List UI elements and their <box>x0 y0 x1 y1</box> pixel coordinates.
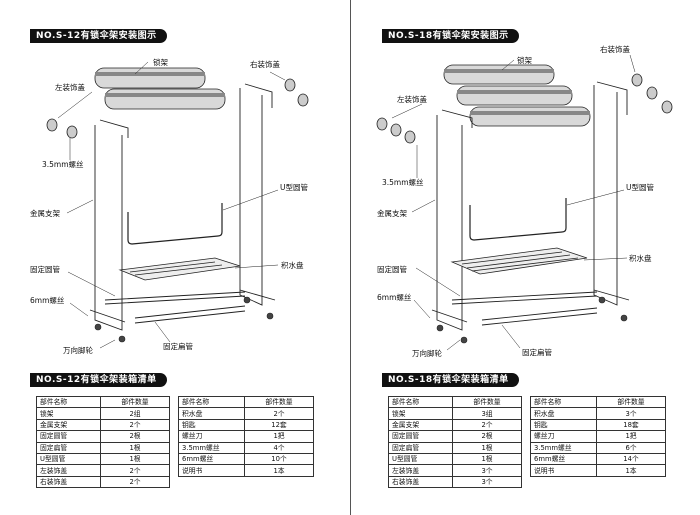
water-tray-illustration <box>450 247 588 275</box>
label-left-cap: 左装饰盖 <box>397 94 427 104</box>
s12-packing-title: NO.S-12有锁伞架装箱清单 <box>30 373 167 387</box>
label-right-cap: 右装饰盖 <box>250 59 280 69</box>
label-lock-rack: 锁架 <box>517 55 532 65</box>
table-header-row: 部件名称 部件数量 <box>388 395 522 409</box>
label-right-cap: 右装饰盖 <box>600 44 630 54</box>
fixed-tube-illustration <box>451 291 598 326</box>
table-header-row: 部件名称 部件数量 <box>530 395 666 409</box>
header-part-name: 部件名称 <box>178 395 245 409</box>
decorative-cap-illustration <box>376 73 673 144</box>
lock-rack-illustration <box>94 67 226 110</box>
s12-install-title: NO.S-12有锁伞架安装图示 <box>30 29 167 43</box>
header-part-name: 部件名称 <box>388 395 453 409</box>
table-header-row: 部件名称 部件数量 <box>178 395 314 409</box>
u-tube-illustration <box>469 198 567 241</box>
caster-illustration <box>436 296 628 344</box>
label-screw-35mm: 3.5mm螺丝 <box>382 177 424 187</box>
u-tube-illustration <box>127 203 223 245</box>
leader-lines <box>57 61 286 349</box>
label-u-tube: U型圆管 <box>280 182 308 192</box>
leader-lines <box>391 54 636 351</box>
header-part-qty: 部件数量 <box>244 395 314 409</box>
label-lock-rack: 锁架 <box>153 57 168 67</box>
water-tray-illustration <box>118 257 241 281</box>
metal-frame-illustration <box>89 83 276 331</box>
header-part-qty: 部件数量 <box>596 395 666 409</box>
s12-exploded-diagram: 锁架 右装饰盖 左装饰盖 3.5mm螺丝 U型圆管 金属支架 固定圆管 积水盘 … <box>30 57 309 355</box>
label-metal-frame: 金属支架 <box>30 208 60 218</box>
label-caster: 万向脚轮 <box>412 348 442 358</box>
page-s12: NO.S-12有锁伞架安装图示 <box>30 29 314 489</box>
page-s18: NO.S-18有锁伞架安装图示 <box>352 0 700 515</box>
label-metal-frame: 金属支架 <box>377 208 407 218</box>
label-fixed-round-tube: 固定圆管 <box>30 264 60 274</box>
s18-packing-title: NO.S-18有锁伞架装箱清单 <box>382 373 519 387</box>
label-caster: 万向脚轮 <box>63 345 93 355</box>
label-u-tube: U型圆管 <box>626 182 654 192</box>
label-fixed-flat-tube: 固定扁管 <box>163 341 193 351</box>
label-screw-6mm: 6mm螺丝 <box>30 295 65 305</box>
header-part-qty: 部件数量 <box>100 395 170 409</box>
fixed-tube-illustration <box>104 291 246 324</box>
page-divider <box>350 0 351 515</box>
caster-illustration <box>94 296 274 343</box>
header-part-name: 部件名称 <box>530 395 597 409</box>
label-screw-6mm: 6mm螺丝 <box>377 292 412 302</box>
label-fixed-round-tube: 固定圆管 <box>377 264 407 274</box>
label-water-tray: 积水盘 <box>629 253 652 263</box>
s18-install-title: NO.S-18有锁伞架安装图示 <box>382 29 519 43</box>
label-screw-35mm: 3.5mm螺丝 <box>42 159 84 169</box>
label-water-tray: 积水盘 <box>281 260 304 270</box>
header-part-name: 部件名称 <box>36 395 101 409</box>
s18-exploded-diagram: 锁架 右装饰盖 左装饰盖 3.5mm螺丝 U型圆管 金属支架 固定圆管 积水盘 … <box>376 44 673 358</box>
label-fixed-flat-tube: 固定扁管 <box>522 347 552 357</box>
label-left-cap: 左装饰盖 <box>55 82 85 92</box>
metal-frame-illustration <box>431 81 630 331</box>
header-part-qty: 部件数量 <box>452 395 522 409</box>
lock-rack-illustration <box>443 64 591 127</box>
decorative-cap-illustration <box>46 78 309 139</box>
table-header-row: 部件名称 部件数量 <box>36 395 170 409</box>
